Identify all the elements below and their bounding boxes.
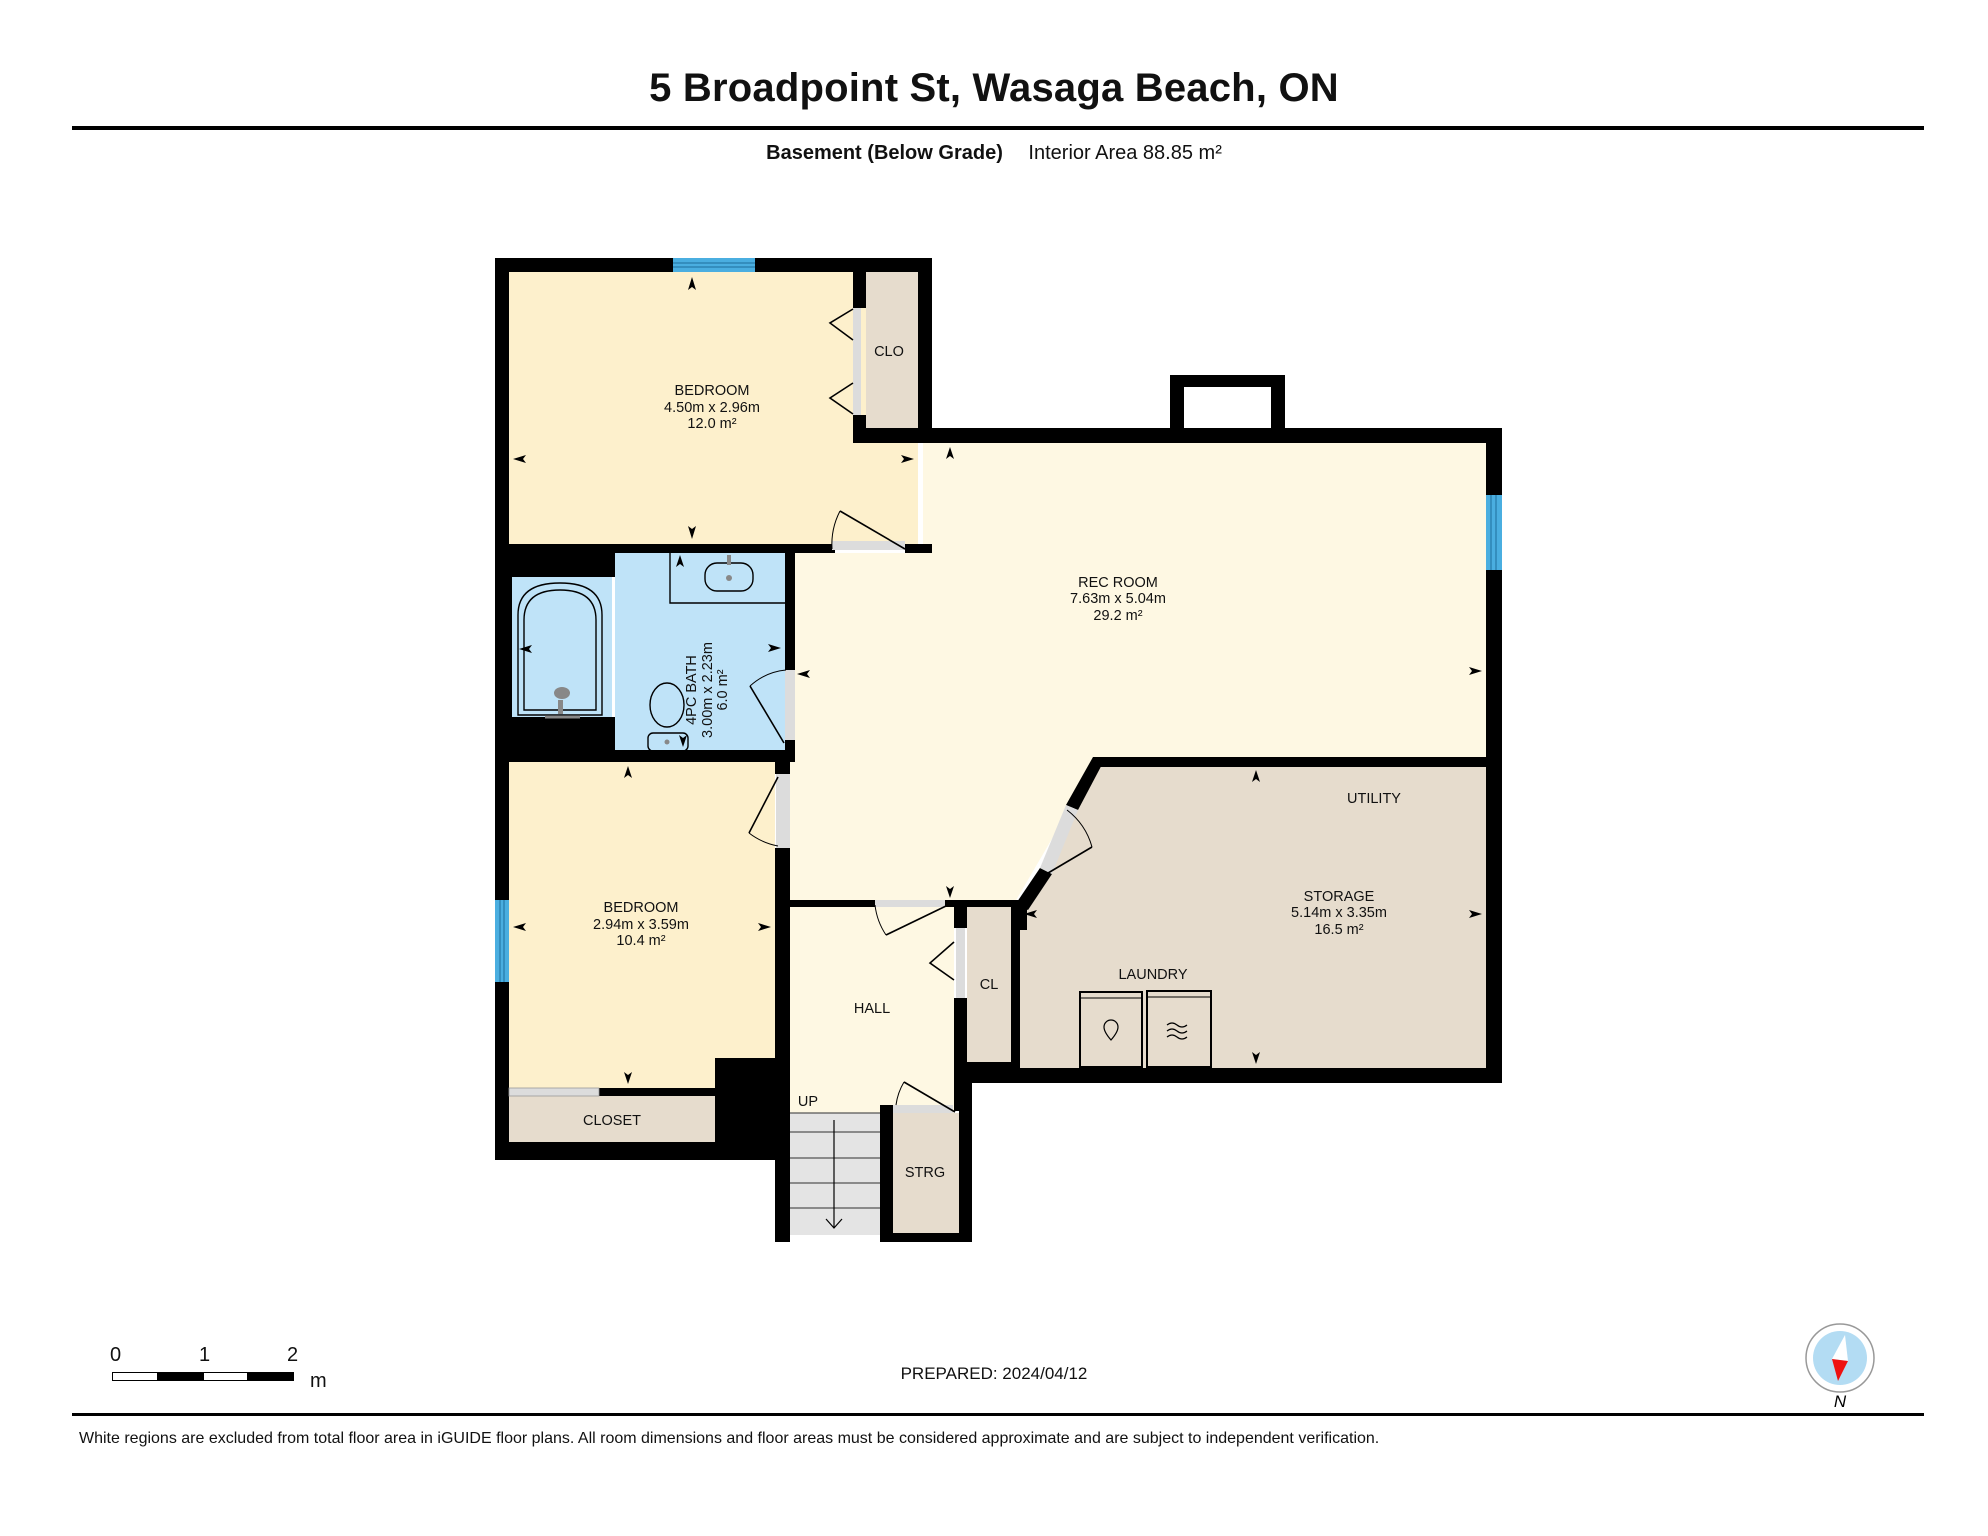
- room-cl[interactable]: [967, 905, 1011, 1062]
- scale-segment: [247, 1372, 294, 1381]
- room-strg[interactable]: [893, 1113, 959, 1233]
- dims-bedroom-2: 2.94m x 3.59m: [593, 917, 689, 933]
- compass-icon: N: [1805, 1323, 1875, 1411]
- room-rec-room[interactable]: [790, 443, 1486, 902]
- dims-bath: 3.00m x 2.23m: [700, 642, 716, 738]
- area-storage: 16.5 m²: [1314, 922, 1363, 938]
- room-utility-storage[interactable]: [1020, 765, 1486, 1068]
- label-hall: HALL: [854, 1001, 890, 1017]
- prepared-date: PREPARED: 2024/04/12: [900, 1364, 1088, 1383]
- compass-north-label: N: [1834, 1392, 1847, 1411]
- room-4pc-bath[interactable]: [615, 550, 785, 750]
- label-strg: STRG: [905, 1165, 945, 1181]
- label-utility: UTILITY: [1347, 791, 1401, 807]
- sink-icon: [669, 553, 785, 604]
- property-address-title: 5 Broadpoint St, Wasaga Beach, ON: [649, 66, 1339, 110]
- laundry-appliances: [1079, 990, 1212, 1068]
- label-cl: CL: [980, 977, 999, 993]
- dryer-icon: [1146, 990, 1212, 1068]
- label-bath: 4PC BATH: [684, 655, 700, 725]
- floor-subtitle: Basement (Below Grade) Interior Area 88.…: [0, 142, 1988, 165]
- area-rec-room: 29.2 m²: [1093, 608, 1142, 624]
- label-rec-room: REC ROOM: [1078, 575, 1158, 591]
- toilet-icon: [649, 682, 685, 728]
- room-clo[interactable]: [866, 272, 918, 428]
- footer-divider: [72, 1413, 1924, 1416]
- dims-bedroom-1: 4.50m x 2.96m: [664, 400, 760, 416]
- interior-area: Interior Area 88.85 m²: [1028, 142, 1222, 164]
- washer-icon: [1079, 991, 1143, 1068]
- window-rec-room: [1486, 495, 1502, 570]
- windows: [495, 258, 1502, 982]
- label-clo: CLO: [874, 344, 904, 360]
- stairs[interactable]: [790, 1113, 880, 1235]
- window-bedroom-2: [495, 900, 509, 982]
- room-bedroom-1[interactable]: [509, 272, 918, 544]
- dimension-markers: [513, 277, 1482, 1084]
- floor-level: Basement (Below Grade): [766, 142, 1003, 164]
- scale-tick-2: 2: [287, 1344, 299, 1366]
- bathtub-icon: [517, 582, 603, 716]
- scale-unit: m: [310, 1370, 327, 1392]
- area-bath: 6.0 m²: [715, 669, 731, 710]
- label-stairs-up: UP: [798, 1094, 818, 1110]
- bath-fixtures: [517, 553, 785, 752]
- label-closet: CLOSET: [583, 1113, 641, 1129]
- room-bedroom-2[interactable]: [509, 762, 775, 1088]
- dims-rec-room: 7.63m x 5.04m: [1070, 591, 1166, 607]
- label-bedroom-2: BEDROOM: [604, 900, 679, 916]
- label-bedroom-1: BEDROOM: [675, 383, 750, 399]
- dims-storage: 5.14m x 3.35m: [1291, 905, 1387, 921]
- room-hall[interactable]: [790, 905, 954, 1113]
- header-divider: [72, 126, 1924, 130]
- window-bedroom-1: [673, 258, 755, 272]
- room-closet[interactable]: [509, 1096, 715, 1142]
- scale-bar: 0 1 2 m: [110, 1344, 350, 1404]
- stair-treads: [790, 1112, 880, 1229]
- area-bedroom-1: 12.0 m²: [687, 416, 736, 432]
- doors: [508, 308, 1093, 1113]
- scale-tick-0: 0: [110, 1344, 122, 1366]
- label-laundry: LAUNDRY: [1118, 967, 1187, 983]
- scale-tick-1: 1: [199, 1344, 211, 1366]
- disclaimer-text: White regions are excluded from total fl…: [79, 1430, 1380, 1447]
- area-bedroom-2: 10.4 m²: [616, 933, 665, 949]
- label-storage: STORAGE: [1304, 889, 1375, 905]
